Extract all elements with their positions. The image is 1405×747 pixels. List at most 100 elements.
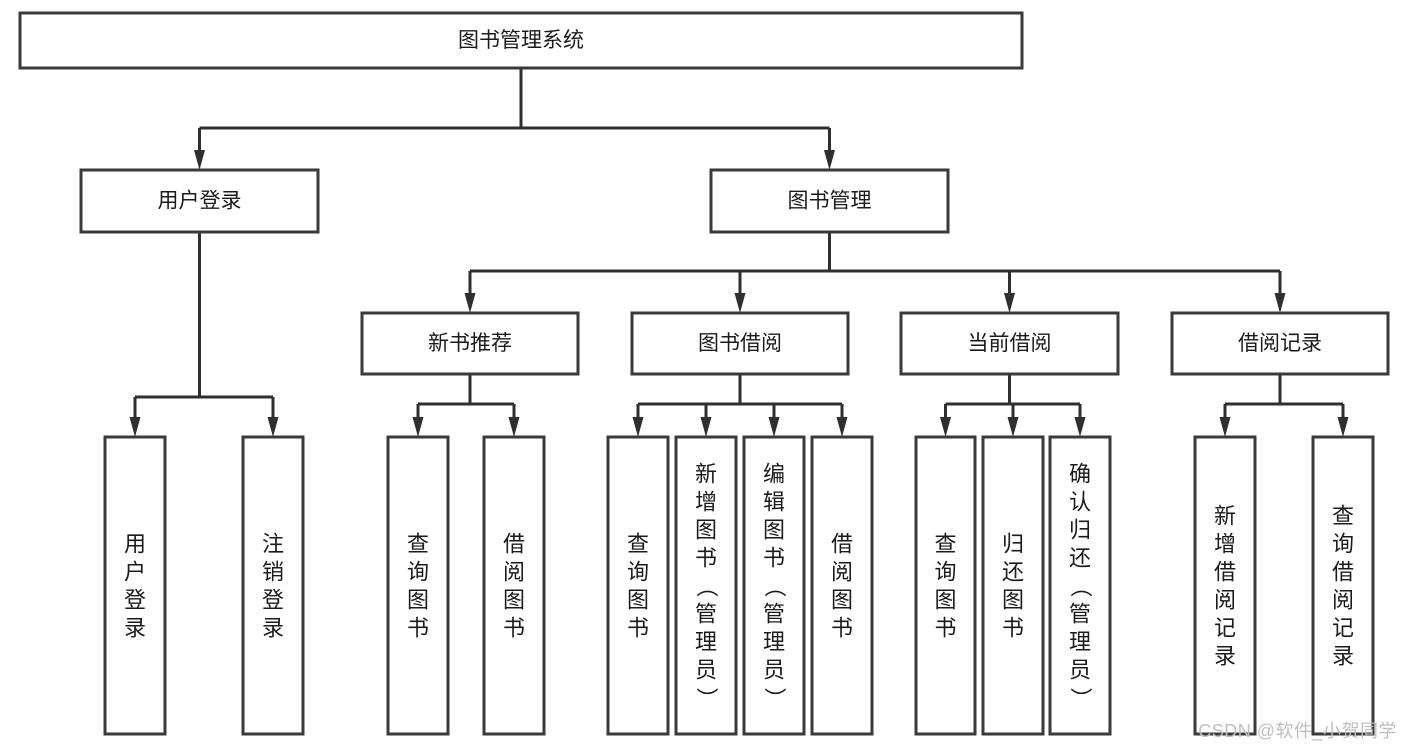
node-label-borrow-add-book: 员 (695, 657, 717, 682)
node-label-user-logout: 销 (262, 559, 284, 584)
node-label-book-borrow: 图书借阅 (698, 332, 782, 355)
node-label-current-confirm-return: 归 (1069, 517, 1091, 542)
node-book-management[interactable]: 图书管理 (709, 168, 950, 234)
node-box-user-login-do (103, 435, 167, 736)
node-new-book-recommend[interactable]: 新书推荐 (360, 311, 580, 376)
node-label-user-logout: 登 (262, 587, 284, 612)
node-label-record-query: 询 (1332, 531, 1354, 556)
node-label-current-query-book: 查 (934, 531, 956, 556)
node-label-current-query-book: 询 (934, 559, 956, 584)
node-label-current-query-book: 图 (934, 587, 956, 612)
node-label-borrow-borrow-book: 图 (831, 587, 853, 612)
node-box-book-management (709, 168, 950, 234)
node-label-recommend-borrow-book: 阅 (503, 559, 525, 584)
node-label-record-add: 录 (1214, 643, 1236, 668)
arrow-head-icon (464, 293, 476, 313)
node-box-new-book-recommend (360, 311, 580, 376)
node-label-user-login-do: 户 (124, 559, 146, 584)
node-box-book-borrow (630, 311, 850, 376)
node-label-record-add: 借 (1214, 559, 1236, 584)
arrow-head-icon (508, 417, 520, 437)
node-label-root: 图书管理系统 (458, 29, 584, 52)
node-label-record-query: 录 (1332, 643, 1354, 668)
node-label-borrow-add-book: 管 (695, 601, 717, 626)
node-label-borrow-edit-book: 管 (763, 601, 785, 626)
node-label-current-confirm-return: 理 (1069, 629, 1091, 654)
node-label-record-add: 增 (1214, 531, 1236, 556)
node-root[interactable]: 图书管理系统 (18, 11, 1024, 70)
node-label-borrow-borrow-book: 借 (831, 531, 853, 556)
arrow-head-icon (1337, 417, 1349, 437)
node-label-recommend-query-book: 图 (407, 587, 429, 612)
node-box-borrow-record (1170, 311, 1390, 376)
node-label-borrow-edit-book: 员 (763, 657, 785, 682)
arrow-head-icon (194, 150, 205, 170)
node-label-record-query: 阅 (1332, 587, 1354, 612)
node-label-user-login: 用户登录 (158, 190, 242, 213)
node-label-current-return-book: 还 (1002, 559, 1024, 584)
node-label-borrow-edit-book: 编 (763, 461, 785, 486)
node-box-current-return-book (981, 435, 1045, 736)
node-label-user-logout: 录 (262, 615, 284, 640)
node-user-login-do[interactable]: 用户登录 (103, 435, 167, 736)
node-box-user-login (79, 168, 320, 234)
node-current-borrow[interactable]: 当前借阅 (899, 311, 1120, 376)
node-label-recommend-borrow-book: 图 (503, 587, 525, 612)
node-box-record-query (1311, 435, 1375, 736)
node-borrow-record[interactable]: 借阅记录 (1170, 311, 1390, 376)
arrow-head-icon (836, 417, 848, 437)
node-user-login[interactable]: 用户登录 (79, 168, 320, 234)
arrow-head-icon (700, 417, 712, 437)
node-box-recommend-borrow-book (482, 435, 546, 736)
node-label-borrow-edit-book: 辑 (763, 489, 785, 514)
node-box-borrow-add-book (674, 435, 738, 736)
node-label-current-confirm-return: ） (1068, 687, 1093, 709)
node-label-recommend-query-book: 书 (407, 615, 429, 640)
node-box-recommend-query-book (386, 435, 450, 736)
arrow-head-icon (1219, 417, 1231, 437)
node-label-current-return-book: 归 (1002, 531, 1024, 556)
node-label-borrow-query-book: 图 (627, 587, 649, 612)
node-label-borrow-add-book: 新 (695, 461, 717, 486)
node-label-recommend-borrow-book: 借 (503, 531, 525, 556)
node-label-borrow-add-book: ） (694, 687, 719, 709)
node-label-borrow-query-book: 询 (627, 559, 649, 584)
node-label-borrow-edit-book: 理 (763, 629, 785, 654)
arrow-head-icon (940, 417, 951, 437)
node-label-record-query: 记 (1332, 615, 1354, 640)
node-label-record-query: 借 (1332, 559, 1354, 584)
node-label-current-confirm-return: 确 (1069, 461, 1091, 486)
node-label-record-query: 查 (1332, 503, 1354, 528)
node-label-borrow-add-book: 图 (695, 517, 717, 542)
node-label-user-login-do: 录 (124, 615, 146, 640)
node-book-borrow[interactable]: 图书借阅 (630, 311, 850, 376)
node-box-current-confirm-return (1048, 435, 1112, 736)
node-label-book-management: 图书管理 (788, 190, 872, 213)
node-label-current-return-book: 书 (1002, 615, 1024, 640)
node-box-borrow-query-book (606, 435, 670, 736)
node-label-borrow-query-book: 书 (627, 615, 649, 640)
arrow-head-icon (267, 417, 279, 437)
node-label-record-add: 阅 (1214, 587, 1236, 612)
node-box-root (18, 11, 1024, 70)
node-label-borrow-edit-book: 图 (763, 517, 785, 542)
arrow-head-icon (1007, 417, 1019, 437)
node-label-borrow-add-book: 增 (695, 489, 717, 514)
node-layer: 图书管理系统用户登录图书管理用户登录注销登录新书推荐查询图书借阅图书图书借阅查询… (18, 11, 1390, 736)
arrow-head-icon (768, 417, 780, 437)
arrow-head-icon (412, 417, 424, 437)
